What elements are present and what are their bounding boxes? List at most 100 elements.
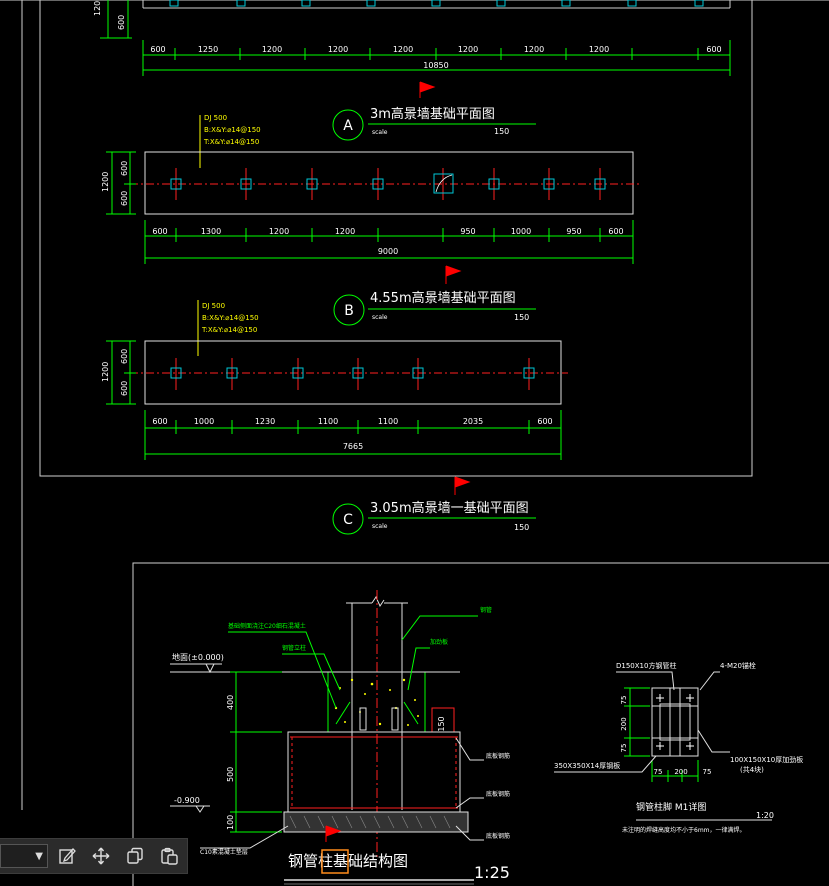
top-dim-1: 1250 — [198, 45, 218, 54]
plan-a: DJ 500 B:X&Y:⌀14@150 T:X&Y:⌀14@150 — [101, 114, 640, 264]
top-left-dim-1: 1200 — [93, 0, 102, 16]
detail-title: 钢管柱脚 M1详图 — [636, 801, 706, 813]
plan-b-scale-word: scale — [372, 314, 388, 321]
section-note-2: 钢管 — [480, 606, 492, 614]
plan-c-label: C — [343, 512, 353, 528]
plan-a-total: 9000 — [378, 247, 398, 256]
plan-b-dim-3: 1100 — [318, 417, 338, 426]
plan-b-dim-6: 600 — [537, 417, 552, 426]
top-dim-7: 1200 — [589, 45, 609, 54]
plan-b-total: 7665 — [343, 442, 363, 451]
ground-level: 地面(±0.000) — [172, 652, 224, 662]
move-icon — [92, 847, 110, 865]
plan-b-title: B 4.55m高景墙基础平面图 scale 150 — [333, 265, 536, 326]
top-dim-0: 600 — [150, 45, 165, 54]
plan-a-scale-word: scale — [372, 129, 388, 136]
detail-dim-v-0: 75 — [620, 696, 628, 705]
plan-a-dim-4: 950 — [460, 227, 475, 236]
section-note-5: 底板钢筋 — [486, 752, 510, 760]
plan-a-dim-2: 1200 — [269, 227, 289, 236]
plan-b-label: B — [344, 303, 354, 319]
depth-level: -0.900 — [174, 796, 200, 805]
selection-box[interactable] — [321, 849, 349, 874]
layer-dropdown[interactable]: ▼ — [0, 844, 48, 868]
flag-icon[interactable] — [325, 825, 342, 842]
plan-a-dim-0: 600 — [152, 227, 167, 236]
plan-a-scale: 150 — [494, 127, 509, 136]
paste-button[interactable] — [154, 842, 184, 870]
section-dim-400: 400 — [226, 695, 235, 710]
detail-label-1: D150X10方钢管柱 — [616, 661, 676, 670]
detail-label-2: 4-M20锚栓 — [720, 661, 756, 670]
section-drawing: 150 地面(±0.000) -0.900 — [170, 590, 510, 885]
plan-b-left-dim-total: 1200 — [101, 362, 110, 382]
top-plan-strip: 1200 600 600 1250 1200 1200 1200 1200 12… — [93, 0, 731, 76]
flag-icon[interactable] — [454, 476, 471, 495]
plan-c-title: C 3.05m高景墙一基础平面图 scale 150 — [332, 476, 536, 535]
plan-a-left-dim-total: 1200 — [101, 172, 110, 192]
detail-m1: 75 200 75 75 200 75 D150X10方钢管柱 4-M20锚栓 … — [554, 661, 803, 834]
flag-icon[interactable] — [445, 265, 462, 284]
edit-icon — [59, 848, 76, 864]
section-dim-150: 150 — [437, 716, 446, 731]
plan-a-title: A 3m高景墙基础平面图 scale 150 — [332, 81, 536, 141]
plan-b-left-dim-1: 600 — [120, 349, 129, 364]
top-dim-3: 1200 — [328, 45, 348, 54]
copy-icon — [127, 847, 143, 864]
plan-a-left-dim-1: 600 — [120, 161, 129, 176]
section-note-8: C10素混凝土垫层 — [200, 848, 248, 856]
section-note-1: 基础侧面浇注C20细石混凝土 — [228, 622, 306, 630]
plan-b-note-2: B:X&Y:⌀14@150 — [202, 314, 259, 322]
plan-b-title-text: 4.55m高景墙基础平面图 — [370, 290, 516, 306]
detail-label-5: (共4块) — [740, 765, 764, 774]
plan-b-dim-0: 600 — [152, 417, 167, 426]
plan-b: DJ 500 B:X&Y:⌀14@150 T:X&Y:⌀14@150 — [101, 300, 568, 460]
top-total: 10850 — [423, 61, 448, 70]
section-dim-100: 100 — [226, 815, 235, 830]
detail-label-3: 350X350X14厚钢板 — [554, 761, 620, 770]
section-note-6: 底板钢筋 — [486, 790, 510, 798]
edit-button[interactable] — [52, 842, 82, 870]
plan-c-scale-word: scale — [372, 523, 388, 530]
sheet-frame — [39, 0, 753, 477]
detail-dim-h-1: 200 — [674, 768, 687, 776]
detail-dim-v-2: 75 — [620, 744, 628, 753]
section-note-4: 加劲板 — [430, 638, 448, 646]
plan-a-left-dim-2: 600 — [120, 191, 129, 206]
top-dim-6: 1200 — [524, 45, 544, 54]
detail-dim-h-2: 75 — [703, 768, 712, 776]
section-scale: 1:25 — [474, 863, 510, 882]
plan-a-dim-3: 1200 — [335, 227, 355, 236]
paste-icon — [161, 847, 178, 865]
top-dim-5: 1200 — [458, 45, 478, 54]
plan-b-note-1: DJ 500 — [202, 302, 225, 310]
plan-a-note-1: DJ 500 — [204, 114, 227, 122]
section-note-7: 底板钢筋 — [486, 832, 510, 840]
section-note-3: 钢管立柱 — [282, 644, 306, 652]
plan-b-dim-5: 2035 — [463, 417, 483, 426]
chevron-down-icon: ▼ — [35, 850, 43, 862]
plan-b-dim-4: 1100 — [378, 417, 398, 426]
floating-toolbar: ▼ — [0, 838, 188, 874]
plan-a-note-2: B:X&Y:⌀14@150 — [204, 126, 261, 134]
detail-scale: 1:20 — [756, 811, 774, 820]
move-button[interactable] — [86, 842, 116, 870]
plan-a-label: A — [343, 118, 353, 134]
section-frame — [132, 562, 829, 886]
top-left-dim-2: 600 — [117, 15, 126, 30]
copy-button[interactable] — [120, 842, 150, 870]
plan-a-dim-7: 600 — [608, 227, 623, 236]
plan-a-dim-6: 950 — [566, 227, 581, 236]
flag-icon[interactable] — [419, 81, 436, 98]
plan-a-dim-5: 1000 — [511, 227, 531, 236]
detail-dim-v-1: 200 — [620, 717, 628, 730]
top-dim-4: 1200 — [393, 45, 413, 54]
plan-b-scale: 150 — [514, 313, 529, 322]
plan-a-dim-1: 1300 — [201, 227, 221, 236]
detail-label-4: 100X150X10厚加劲板 — [730, 755, 803, 764]
plan-b-dim-2: 1230 — [255, 417, 275, 426]
plan-c-title-text: 3.05m高景墙一基础平面图 — [370, 500, 529, 516]
plan-a-note-3: T:X&Y:⌀14@150 — [203, 138, 259, 146]
plan-b-note-3: T:X&Y:⌀14@150 — [201, 326, 257, 334]
